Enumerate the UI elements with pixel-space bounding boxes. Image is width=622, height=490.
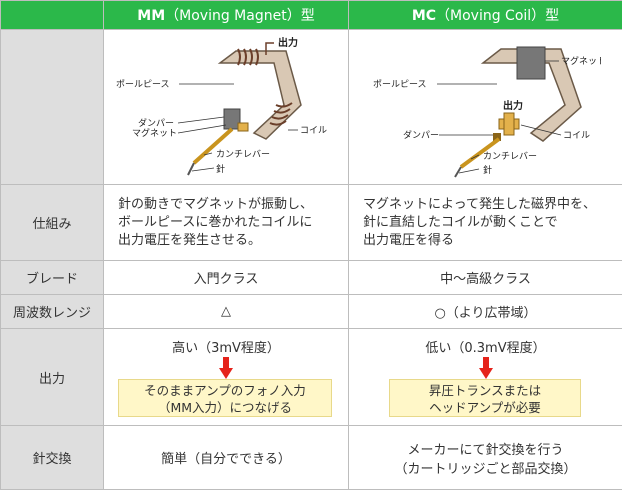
mm-frequency: △	[104, 295, 349, 329]
mc-frequency: ○（より広帯域）	[349, 295, 622, 329]
mm-mechanism-line3: 出力電圧を発生させる。	[118, 232, 348, 250]
header-mm: MM（Moving Magnet）型	[104, 1, 349, 30]
mc-magnet-shape	[517, 47, 545, 79]
header-mm-name: （Moving Magnet）型	[165, 8, 315, 24]
mm-diagram: 出力 ポールピース ダンパー マグネット コイル カンチレバー 針	[104, 30, 349, 185]
mm-grade: 入門クラス	[104, 261, 349, 295]
header-mc: MC（Moving Coil）型	[349, 1, 622, 30]
mm-output-level: 高い（3mV程度）	[104, 337, 348, 356]
header-mc-name: （Moving Coil）型	[436, 8, 559, 24]
mc-output-note: 昇圧トランスまたは ヘッドアンプが必要	[389, 379, 581, 417]
mc-coil-shape	[499, 113, 519, 135]
mc-needle-swap: メーカーにて針交換を行う （カートリッジごと部品交換）	[349, 426, 622, 490]
row-label-needle-swap: 針交換	[1, 426, 104, 490]
mm-output-note-line1: そのままアンプのフォノ入力	[119, 382, 331, 399]
mm-mechanism-line1: 針の動きでマグネットが振動し、	[118, 196, 348, 214]
mm-damper-shape	[238, 123, 248, 131]
mc-needle-swap-line1: メーカーにて針交換を行う	[349, 439, 622, 458]
mm-label-needle: 針	[216, 163, 225, 175]
mm-output-note-line2: （MM入力）につなげる	[119, 399, 331, 416]
mc-output-level: 低い（0.3mV程度）	[349, 337, 622, 356]
mm-label-damper: ダンパー	[138, 117, 174, 129]
row-label-output: 出力	[1, 329, 104, 426]
mm-down-arrow-icon	[219, 357, 233, 379]
mc-label-magnet: マグネット	[561, 55, 601, 67]
mc-needle-swap-line2: （カートリッジごと部品交換）	[349, 458, 622, 477]
mm-diagram-svg: 出力 ポールピース ダンパー マグネット コイル カンチレバー 針	[116, 35, 336, 180]
mc-needle-shape	[455, 167, 461, 177]
mm-label-output: 出力	[278, 36, 298, 49]
mc-mechanism-line3: 出力電圧を得る	[363, 232, 622, 250]
mm-output-cell: 高い（3mV程度） そのままアンプのフォノ入力 （MM入力）につなげる	[104, 329, 349, 426]
mc-label-pole-piece: ポールピース	[373, 79, 427, 90]
mc-output-note-line2: ヘッドアンプが必要	[390, 399, 580, 416]
mm-label-cantilever: カンチレバー	[216, 149, 270, 160]
mm-needle-shape	[188, 163, 194, 175]
mc-diagram: マグネット ポールピース 出力 ダンパー コイル カンチレバー 針	[349, 30, 622, 185]
header-mc-code: MC	[412, 8, 436, 24]
mc-label-coil: コイル	[563, 131, 590, 141]
row-label-mechanism: 仕組み	[1, 185, 104, 261]
mc-output-cell: 低い（0.3mV程度） 昇圧トランスまたは ヘッドアンプが必要	[349, 329, 622, 426]
mc-label-damper: ダンパー	[403, 129, 439, 141]
mm-output-note: そのままアンプのフォノ入力 （MM入力）につなげる	[118, 379, 332, 417]
mc-mechanism-line1: マグネットによって発生した磁界中を、	[363, 196, 622, 214]
mc-label-needle: 針	[483, 164, 492, 176]
mm-label-coil: コイル	[300, 126, 327, 136]
figure-row-label	[1, 30, 104, 185]
mc-label-cantilever: カンチレバー	[483, 151, 537, 162]
mc-mechanism-text: マグネットによって発生した磁界中を、 針に直結したコイルが動くことで 出力電圧を…	[349, 185, 622, 261]
mm-label-magnet: マグネット	[132, 127, 177, 139]
row-label-frequency: 周波数レンジ	[1, 295, 104, 329]
mc-grade: 中〜高級クラス	[349, 261, 622, 295]
row-label-grade: ブレード	[1, 261, 104, 295]
header-mm-code: MM	[137, 8, 165, 24]
mc-diagram-svg: マグネット ポールピース 出力 ダンパー コイル カンチレバー 針	[371, 35, 601, 180]
mc-output-note-line1: 昇圧トランスまたは	[390, 382, 580, 399]
mc-down-arrow-icon	[479, 357, 493, 379]
header-corner	[1, 1, 104, 30]
mc-mechanism-line2: 針に直結したコイルが動くことで	[363, 214, 622, 232]
mc-label-output: 出力	[503, 99, 523, 112]
mm-mechanism-text: 針の動きでマグネットが振動し、 ボールピースに巻かれたコイルに 出力電圧を発生さ…	[104, 185, 349, 261]
mm-mechanism-line2: ボールピースに巻かれたコイルに	[118, 214, 348, 232]
mm-needle-swap: 簡単（自分でできる）	[104, 426, 349, 490]
mm-label-pole-piece: ポールピース	[116, 79, 170, 90]
